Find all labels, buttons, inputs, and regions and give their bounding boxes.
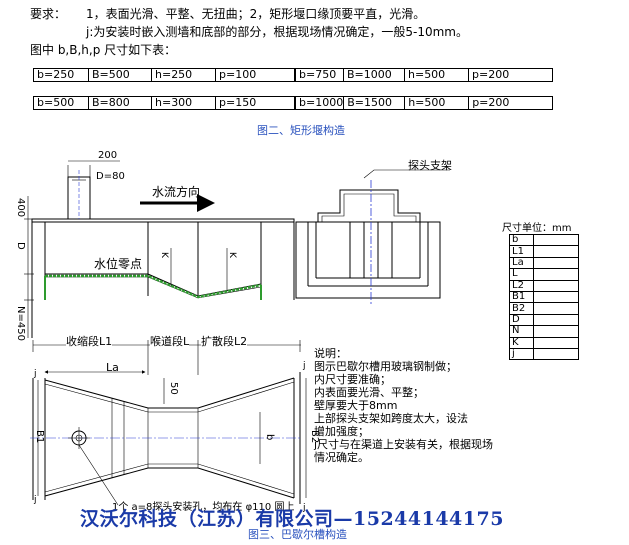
table-cell (533, 347, 579, 361)
notes-line: 壁厚要大于8mm (314, 399, 398, 412)
table-cell (533, 233, 579, 247)
table-cell (533, 302, 579, 315)
dim-50: 50 (168, 382, 179, 395)
table-cell: h=300 (151, 96, 216, 110)
notes-line: j尺寸与在渠道上安装有关，根据现场 (314, 438, 494, 451)
dimension-table-title: 尺寸单位：mm (502, 223, 572, 234)
table-row: b (509, 233, 579, 247)
requirements-line2: j:为安装时嵌入测墙和底部的部分，根据现场情况确定，一般5-10mm。 (86, 25, 468, 39)
weir-table-left: b=250 B=500 h=250 p=100 (33, 68, 295, 82)
company-banner: 汉沃尔科技（江苏）有限公司—15244144175 (80, 508, 504, 530)
fig2-caption: 图二、矩形堰构造 (257, 124, 345, 137)
table-cell (533, 256, 579, 270)
weir-table-left-2: b=500 B=800 h=300 p=150 (33, 96, 295, 110)
table-cell: p=150 (215, 96, 295, 110)
table-row: B1 (509, 290, 579, 304)
dim-k-left: K (159, 252, 169, 258)
notes-title: 说明： (314, 347, 347, 360)
table-cell (533, 279, 579, 292)
table-row: La (509, 256, 579, 270)
table-cell: L1 (509, 245, 534, 258)
side-view (24, 160, 295, 338)
dim-j-top: j (34, 369, 37, 379)
table-cell: N (509, 325, 534, 338)
requirements-line1: 1，表面光滑、平整、无扭曲；2，矩形堰口缘顶要平直，光滑。 (86, 7, 426, 21)
table-cell: b=1000 (294, 96, 345, 110)
notes-line: 图示巴歇尔槽用玻璃钢制做； (314, 360, 457, 373)
dim-D80: D=80 (96, 171, 125, 182)
table-row: L2 (509, 279, 579, 292)
table-cell: K (509, 336, 534, 349)
table-cell: L (509, 268, 534, 281)
table-row: b=750 B=1000 h=500 p=200 (295, 68, 553, 82)
table-row: L (509, 268, 579, 281)
table-cell (533, 290, 579, 304)
table-row: D (509, 313, 579, 327)
table-row: j (509, 347, 579, 361)
probe-bracket-label: 探头支架 (408, 159, 452, 172)
dim-D: D (15, 242, 26, 250)
table-cell: j (509, 347, 534, 361)
table-cell: p=200 (468, 96, 554, 110)
dim-400: 400 (15, 198, 26, 218)
table-cell: p=100 (215, 68, 295, 82)
table-cell: B=1500 (343, 96, 406, 110)
table-cell: h=500 (404, 68, 469, 82)
table-cell (533, 268, 579, 281)
requirements-label: 要求： (30, 7, 67, 21)
table-cell: b=500 (33, 96, 89, 110)
weir-table-right: b=750 B=1000 h=500 p=200 (295, 68, 553, 82)
dim-j-bottom: j (34, 495, 37, 505)
dim-k-right: K (227, 252, 237, 258)
weir-table-right-2: b=1000 B=1500 h=500 p=200 (294, 96, 554, 110)
notes-line: 情况确定。 (314, 451, 369, 464)
table-cell: B=500 (88, 68, 152, 82)
dim-j-right-top: j (303, 361, 306, 371)
dim-j-right-bottom: j (303, 503, 306, 513)
table-row: K (509, 336, 579, 349)
section-l2-label: 扩散段L2 (201, 335, 248, 348)
water-zero-label: 水位零点 (94, 257, 143, 271)
table-row: B2 (509, 302, 579, 315)
table-row: N (509, 325, 579, 338)
dims-intro: 图中 b,B,h,p 尺寸如下表： (30, 43, 177, 57)
table-cell: L2 (509, 279, 534, 292)
notes-line: 增加强度； (314, 425, 369, 438)
dim-La: La (106, 361, 119, 374)
table-cell: b (509, 233, 534, 247)
table-cell: B1 (509, 290, 534, 304)
probe-bracket-view (295, 169, 450, 305)
dimension-table: b L1 La L L2 B1 B2 D N K j (509, 233, 579, 361)
dim-N450: N=450 (15, 306, 26, 341)
table-cell: p=200 (468, 68, 553, 82)
dim-B1: B1 (34, 430, 45, 444)
plan-view (30, 340, 307, 506)
dim-b: b (264, 434, 275, 441)
table-cell (533, 325, 579, 338)
table-cell: D (509, 313, 534, 327)
table-row: b=250 B=500 h=250 p=100 (33, 68, 295, 82)
table-row: L1 (509, 245, 579, 258)
table-cell: La (509, 256, 534, 270)
notes-line: 上部探头支架如跨度太大，设法 (314, 412, 468, 425)
dim-200: 200 (98, 150, 118, 161)
notes-line: 内尺寸要准确； (314, 373, 391, 386)
table-cell: B2 (509, 302, 534, 315)
notes-line: 内表面要光滑、平整； (314, 386, 424, 399)
probe-hole-note: 1个 a=8探头安装孔，均布在 φ110 圆上 (112, 502, 295, 513)
table-cell: B=1000 (343, 68, 405, 82)
table-cell (533, 313, 579, 327)
section-l-label: 喉道段L (150, 335, 190, 348)
table-row: b=500 B=800 h=300 p=150 (33, 96, 295, 110)
table-cell: b=750 (295, 68, 344, 82)
section-l1-label: 收缩段L1 (66, 335, 113, 348)
flow-direction-label: 水流方向 (152, 185, 201, 199)
fig3-caption: 图三、巴歇尔槽构造 (248, 528, 347, 541)
table-cell (533, 245, 579, 258)
table-row: b=1000 B=1500 h=500 p=200 (294, 96, 554, 110)
table-cell (533, 336, 579, 349)
table-cell: b=250 (33, 68, 89, 82)
